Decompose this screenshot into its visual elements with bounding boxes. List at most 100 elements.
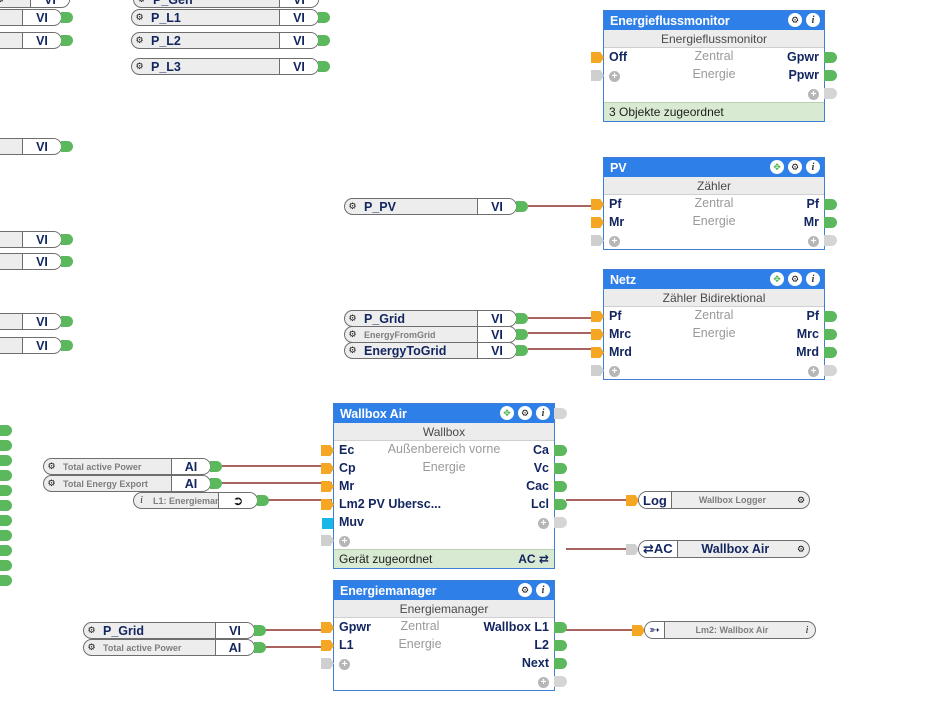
input-port-add[interactable] [321,535,334,546]
output-dot[interactable] [0,515,12,526]
input-port-muv[interactable] [322,518,333,529]
add-output-button[interactable]: + [538,515,554,530]
output-port-wallbox-l1[interactable] [554,622,567,633]
output-port-pf[interactable] [824,311,837,322]
block-netz[interactable]: Netz ✥ ⚙ i Zähler Bidirektional Zentral … [591,269,837,380]
block-energieflussmonitor[interactable]: Energieflussmonitor ⚙ i Energieflussmoni… [591,10,837,122]
gear-icon[interactable]: ⚙ [796,543,806,554]
output-port-ppwr[interactable] [824,70,837,81]
io-node-p-grid-1[interactable]: ⚙ P_Grid VI [344,310,517,327]
move-icon[interactable]: ✥ [500,406,514,420]
input-port-mr[interactable] [321,481,334,492]
input-port-add[interactable] [591,235,604,246]
io-node-p-pv[interactable]: ⚙ P_PV VI [344,198,517,215]
input-port-add[interactable] [591,70,604,81]
output-dot[interactable] [254,625,266,636]
output-port-mrd[interactable] [824,347,837,358]
add-output-button[interactable]: + [808,363,824,378]
block-header[interactable]: Netz ✥ ⚙ i [604,270,824,289]
output-port-cac[interactable] [554,481,567,492]
io-node-p-l3[interactable]: ⚙ P_L3 VI [131,58,319,75]
add-input-button[interactable]: + [604,363,620,378]
output-dot[interactable] [210,478,222,489]
output-port-add[interactable] [824,365,837,376]
output-dot[interactable] [61,35,73,46]
output-dot[interactable] [61,234,73,245]
output-dot[interactable] [61,316,73,327]
add-output-button[interactable]: + [538,674,554,689]
input-port-off[interactable] [591,52,604,63]
output-dot[interactable] [318,35,330,46]
input-port-l1[interactable] [321,640,334,651]
input-port-gpwr[interactable] [321,622,334,633]
io-node-total-active-power-2[interactable]: ⚙ Total active Power AI [83,639,255,656]
input-port-mrc[interactable] [591,329,604,340]
partial-node-left[interactable]: ⚙ VI [0,0,70,8]
input-port-mrd[interactable] [591,347,604,358]
gear-icon[interactable]: ⚙ [518,583,532,597]
input-port-add[interactable] [591,365,604,376]
info-icon[interactable]: i [536,406,550,420]
info-icon[interactable]: i [806,160,820,174]
output-port-pf[interactable] [824,199,837,210]
gear-icon[interactable]: ⚙ [0,0,8,7]
gear-icon[interactable]: ⚙ [134,0,149,7]
output-dot[interactable] [0,455,12,466]
input-dot[interactable] [632,625,645,636]
gear-icon[interactable]: ⚙ [47,461,56,471]
info-icon[interactable]: i [806,13,820,27]
output-dot[interactable] [0,560,12,571]
output-dot[interactable] [0,545,12,556]
input-port-pf[interactable] [591,199,604,210]
output-port-next[interactable] [554,658,567,669]
output-dot[interactable] [61,256,73,267]
output-dot[interactable] [318,61,330,72]
output-dot[interactable] [516,201,528,212]
add-input-button[interactable]: + [604,68,620,83]
add-output-button[interactable]: + [808,86,824,101]
gear-icon[interactable]: ⚙ [796,494,806,505]
block-header[interactable]: Energiemanager ⚙ i [334,581,554,600]
output-dot[interactable] [257,495,269,506]
output-dot[interactable] [61,12,73,23]
io-node-p-l1[interactable]: ⚙ P_L1 VI [131,9,319,26]
output-dot[interactable] [516,345,528,356]
info-icon[interactable]: i [806,272,820,286]
stub-node-mid-1[interactable]: VI [0,138,62,155]
gear-icon[interactable]: ⚙ [47,478,56,488]
output-dot[interactable] [516,313,528,324]
info-icon[interactable]: i [536,583,550,597]
action-node-wallbox-air-ac[interactable]: ⇄AC Wallbox Air ⚙ [638,540,810,558]
gear-icon[interactable]: ⚙ [348,201,357,211]
info-icon[interactable]: i [140,495,143,506]
output-dot[interactable] [0,470,12,481]
gear-icon[interactable]: ⚙ [348,313,357,323]
input-port-mr[interactable] [591,217,604,228]
stub-node-mid-2[interactable]: VI [0,231,62,248]
io-node-total-energy-export[interactable]: ⚙ Total Energy Export AI [43,475,211,492]
output-dot[interactable] [0,440,12,451]
gear-icon[interactable]: ⚙ [788,272,802,286]
block-footer-ac[interactable]: AC ⇄ [518,552,549,566]
block-energiemanager[interactable]: Energiemanager ⚙ i Energiemanager Zentra… [321,580,567,691]
gear-icon[interactable]: ⚙ [135,12,144,22]
input-dot[interactable] [626,544,639,555]
io-node-total-active-power-1[interactable]: ⚙ Total active Power AI [43,458,211,475]
io-node-energytogrid[interactable]: ⚙ EnergyToGrid VI [344,342,517,359]
action-node-lm2-wallbox-air[interactable]: ➳ Lm2: Wallbox Air i [644,621,816,639]
output-port-ac[interactable] [554,408,567,419]
input-port-add[interactable] [321,658,334,669]
move-icon[interactable]: ✥ [770,160,784,174]
output-dot[interactable] [0,425,12,436]
output-port-add[interactable] [824,88,837,99]
output-dot[interactable] [61,340,73,351]
block-pv[interactable]: PV ✥ ⚙ i Zähler Zentral Energie Pf Pf Mr… [591,157,837,250]
output-dot[interactable] [0,575,12,586]
output-port-add[interactable] [554,676,567,687]
output-dot[interactable] [516,329,528,340]
gear-icon[interactable]: ⚙ [87,625,96,635]
gear-icon[interactable]: ⚙ [788,160,802,174]
add-input-button[interactable]: + [604,233,620,248]
input-port-cp[interactable] [321,463,334,474]
